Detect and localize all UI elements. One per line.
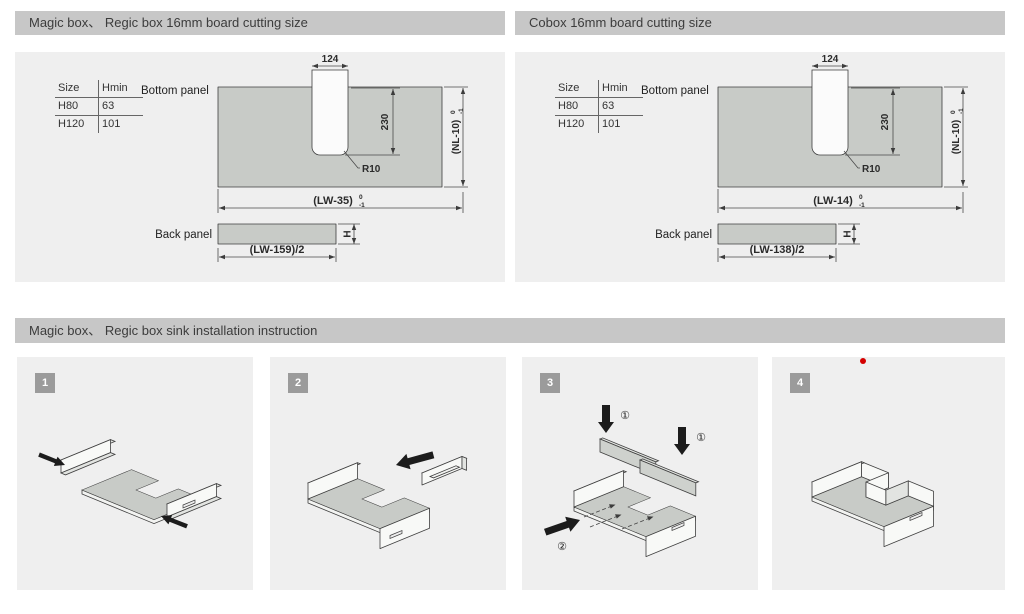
panel-width-dim: (LW-14) (813, 195, 853, 207)
installation-step-1: 1 (17, 357, 253, 590)
size-table-cell: 101 (102, 118, 121, 130)
step-3-drawing: ① ① ② (544, 405, 706, 558)
step-number-badge: 1 (35, 373, 55, 393)
back-panel-width-dim: (LW-138)/2 (750, 244, 805, 256)
step-number-badge: 4 (790, 373, 810, 393)
step-2-drawing (306, 451, 468, 550)
corner-radius-dim: R10 (362, 164, 381, 175)
size-table-cell: 63 (599, 98, 643, 116)
notch-depth-dim: 230 (880, 113, 891, 130)
bottom-panel-label: Bottom panel (641, 85, 709, 97)
panel-height-tol-upper: 0 (950, 110, 957, 114)
installation-step-3: 3 ① ① ② (522, 357, 758, 590)
panel-height-dim: (NL-10) (451, 120, 462, 154)
size-table-cell: H120 (555, 116, 599, 133)
size-table-header-hmin: Hmin (99, 80, 143, 98)
section-header-magic-regic-cutting: Magic box、 Regic box 16mm board cutting … (15, 11, 505, 35)
insert-callout: ① (620, 410, 630, 422)
size-table-cell: 63 (99, 98, 143, 116)
size-table: Size Hmin H80 63 H120 101 (555, 80, 643, 133)
cutting-panel-cobox: Size Hmin H80 63 H120 101 Bottom panel 1… (515, 52, 1005, 282)
installation-step-2: 2 (270, 357, 506, 590)
panel-height-tol-lower: -1 (458, 108, 465, 114)
cutting-drawing: 124 230 R10 (NL-10) 0 -1 (LW-14) 0 -1 Ba… (655, 54, 968, 262)
panel-width-tol-lower: -1 (859, 202, 865, 209)
step-1-drawing (38, 439, 223, 529)
size-table-header-size: Size (555, 80, 599, 98)
cutting-drawing: 124 230 R10 (NL-10) 0 -1 (LW-35) 0 -1 (155, 54, 468, 262)
bottom-panel-label: Bottom panel (141, 85, 209, 97)
panel-width-dim: (LW-35) (313, 195, 353, 207)
size-table-cell: 101 (602, 118, 621, 130)
section-header-cobox-cutting: Cobox 16mm board cutting size (515, 11, 1005, 35)
back-panel-label: Back panel (155, 229, 212, 241)
panel-width-tol-upper: 0 (359, 194, 363, 201)
back-panel-width-dim: (LW-159)/2 (250, 244, 305, 256)
back-panel-label: Back panel (655, 229, 712, 241)
installation-step-4: 4 (772, 357, 1005, 590)
panel-height-dim: (NL-10) (951, 120, 962, 154)
panel-width-tol-upper: 0 (859, 194, 863, 201)
section-header-sink-installation: Magic box、 Regic box sink installation i… (15, 318, 1005, 343)
panel-width-tol-lower: -1 (359, 202, 365, 209)
insert-callout: ① (696, 432, 706, 444)
size-table-cell: H80 (55, 98, 99, 116)
step-number-badge: 2 (288, 373, 308, 393)
size-table-header-size: Size (55, 80, 99, 98)
step-number-badge: 3 (540, 373, 560, 393)
panel-height-tol-upper: 0 (450, 110, 457, 114)
size-table-cell: H120 (55, 116, 99, 133)
notch-width-dim: 124 (822, 54, 839, 65)
panel-height-tol-lower: -1 (958, 108, 965, 114)
cutting-panel-magic-regic: Size Hmin H80 63 H120 101 Bottom panel 1… (15, 52, 505, 282)
notch-depth-dim: 230 (380, 113, 391, 130)
step-4-drawing (810, 461, 935, 548)
red-dot-marker (860, 358, 866, 364)
notch-width-dim: 124 (322, 54, 339, 65)
corner-radius-dim: R10 (862, 164, 881, 175)
size-table-cell: H80 (555, 98, 599, 116)
size-table: Size Hmin H80 63 H120 101 (55, 80, 143, 133)
back-panel-height-dim: H (343, 230, 354, 237)
back-panel-height-dim: H (843, 230, 854, 237)
size-table-header-hmin: Hmin (599, 80, 643, 98)
screw-callout: ② (557, 541, 567, 553)
